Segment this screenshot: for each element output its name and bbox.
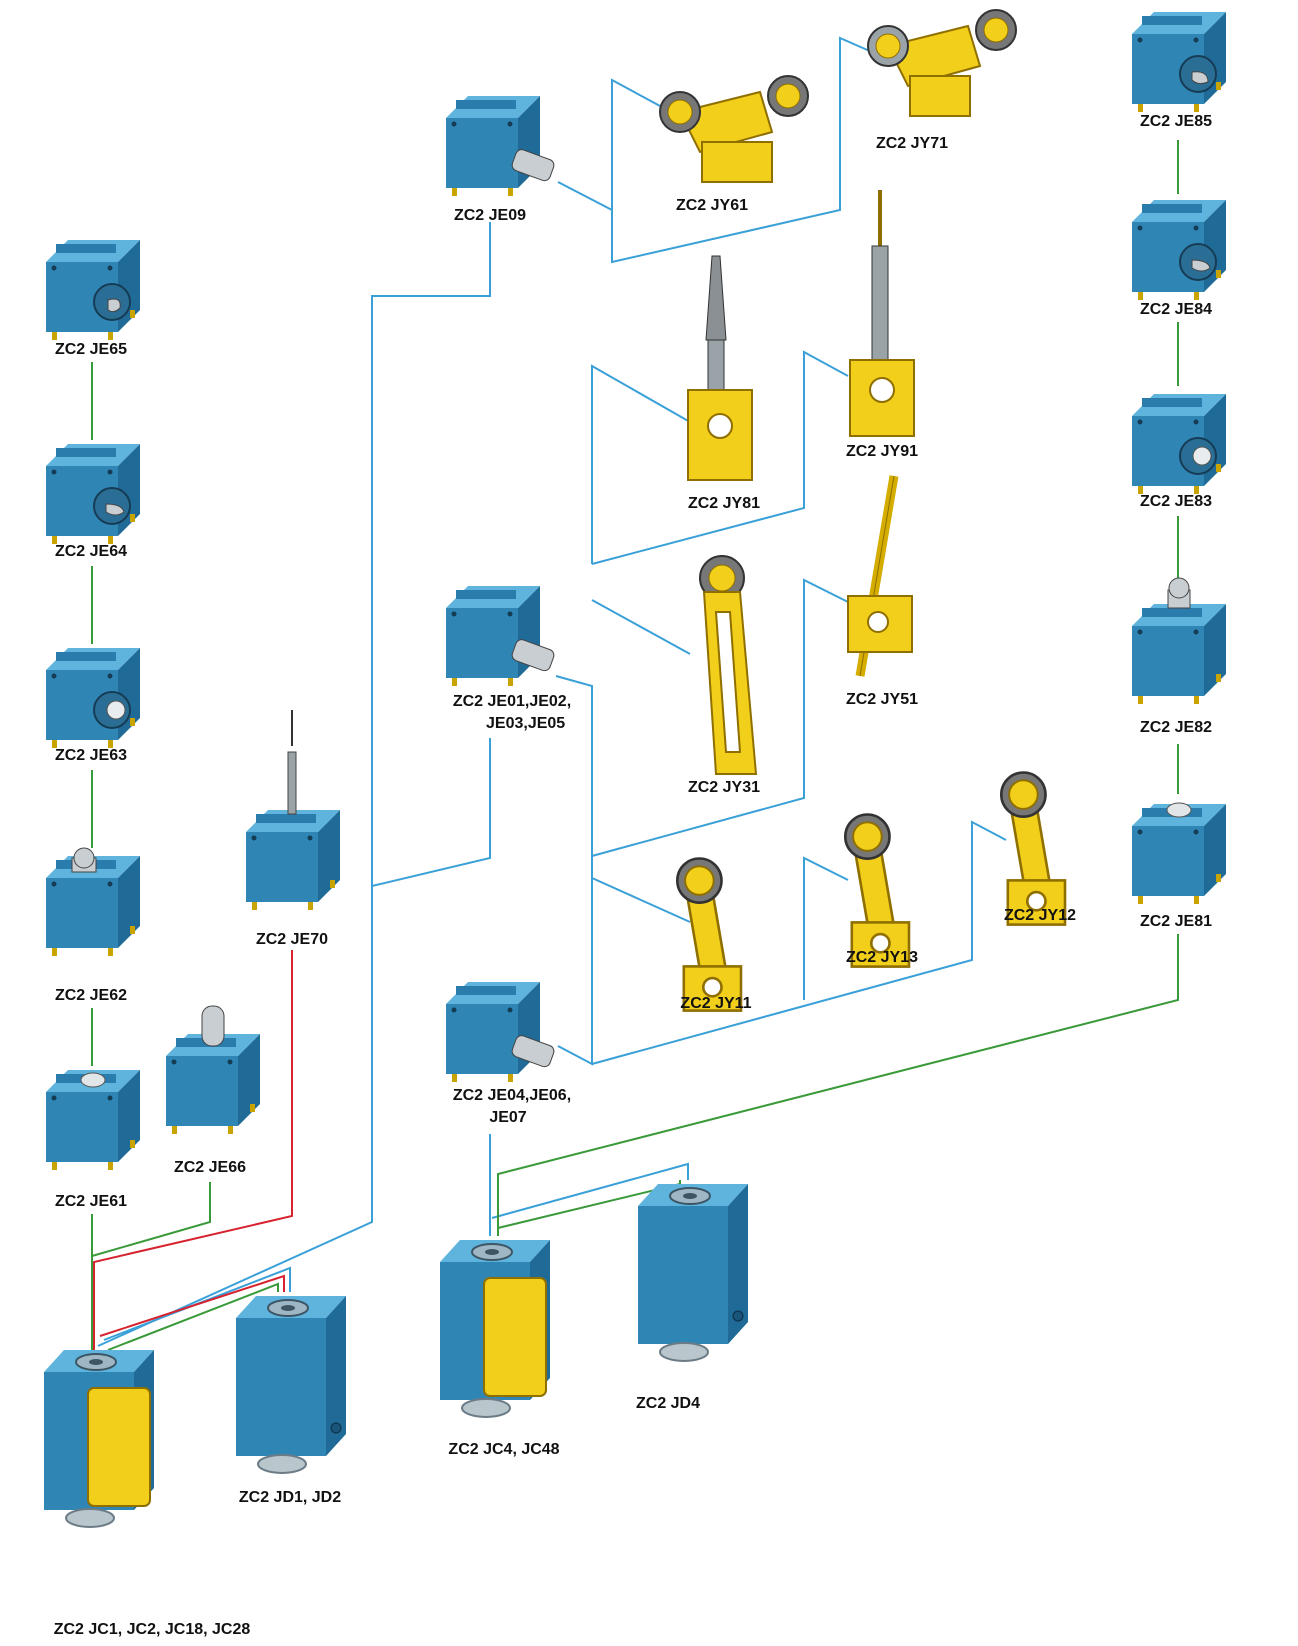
body-jd4 (637, 1183, 749, 1362)
label-jy13: ZC2 JY13 (845, 949, 919, 966)
accessory-links-red (93, 950, 293, 1360)
label-je82: ZC2 JE82 (1139, 719, 1213, 736)
body-jc1 (43, 1349, 155, 1528)
label-jy12: ZC2 JY12 (1003, 907, 1077, 924)
label-je64: ZC2 JE64 (54, 543, 128, 560)
lever-jy61 (659, 75, 809, 183)
lever-jy31 (699, 555, 758, 775)
head-je64 (46, 444, 140, 544)
label-je85: ZC2 JE85 (1139, 113, 1213, 130)
label-je81: ZC2 JE81 (1139, 913, 1213, 930)
head-je66 (166, 1005, 260, 1134)
label-je84: ZC2 JE84 (1139, 301, 1213, 318)
label-jc1: ZC2 JC1, JC2, JC18, JC28 (53, 1621, 251, 1638)
label-jy61: ZC2 JY61 (675, 197, 749, 214)
lever-jy51 (847, 475, 913, 677)
head-je85 (1132, 12, 1226, 112)
head-je70 (246, 710, 340, 910)
label-jy81: ZC2 JY81 (687, 495, 761, 512)
head-je65 (46, 240, 140, 340)
label-jc4: ZC2 JC4, JC48 (448, 1441, 560, 1458)
lever-jy12 (999, 771, 1067, 926)
lever-jy13 (843, 813, 911, 968)
head-je01 (446, 586, 555, 686)
head-je61 (46, 1070, 140, 1170)
label-jd1: ZC2 JD1, JD2 (238, 1489, 342, 1506)
head-je84 (1132, 200, 1226, 300)
label-je83: ZC2 JE83 (1139, 493, 1213, 510)
label-jy71: ZC2 JY71 (875, 135, 949, 152)
label-je70: ZC2 JE70 (255, 931, 329, 948)
body-jc4 (439, 1239, 551, 1418)
label-jy51: ZC2 JY51 (845, 691, 919, 708)
label-je01-line2: JE03,JE05 (486, 715, 566, 732)
label-jd4: ZC2 JD4 (635, 1395, 701, 1412)
label-je62: ZC2 JE62 (54, 987, 128, 1004)
label-je65: ZC2 JE65 (54, 341, 128, 358)
label-je63: ZC2 JE63 (54, 747, 128, 764)
label-je66: ZC2 JE66 (173, 1159, 247, 1176)
lever-jy71 (867, 9, 1017, 117)
label-je61: ZC2 JE61 (54, 1193, 128, 1210)
lever-jy11 (675, 857, 743, 1012)
label-je04-line2: JE07 (489, 1109, 527, 1126)
body-jd1 (235, 1295, 347, 1474)
head-je81 (1132, 802, 1226, 904)
head-je63 (46, 648, 140, 748)
label-jy11: ZC2 JY11 (680, 995, 752, 1012)
lever-jy81 (687, 255, 753, 481)
head-je82 (1132, 577, 1226, 704)
label-je01-line1: ZC2 JE01,JE02, (452, 693, 572, 710)
head-je83 (1132, 394, 1226, 494)
label-je04-line1: ZC2 JE04,JE06, (452, 1087, 572, 1104)
head-je04 (446, 982, 555, 1082)
accessory-links-green (91, 140, 1179, 1360)
head-je62 (46, 847, 140, 956)
accessory-links-blue (97, 36, 1007, 1347)
label-je09: ZC2 JE09 (453, 207, 527, 224)
label-jy91: ZC2 JY91 (845, 443, 919, 460)
label-jy31: ZC2 JY31 (687, 779, 761, 796)
head-je09 (446, 96, 555, 196)
lever-jy91 (849, 190, 915, 437)
